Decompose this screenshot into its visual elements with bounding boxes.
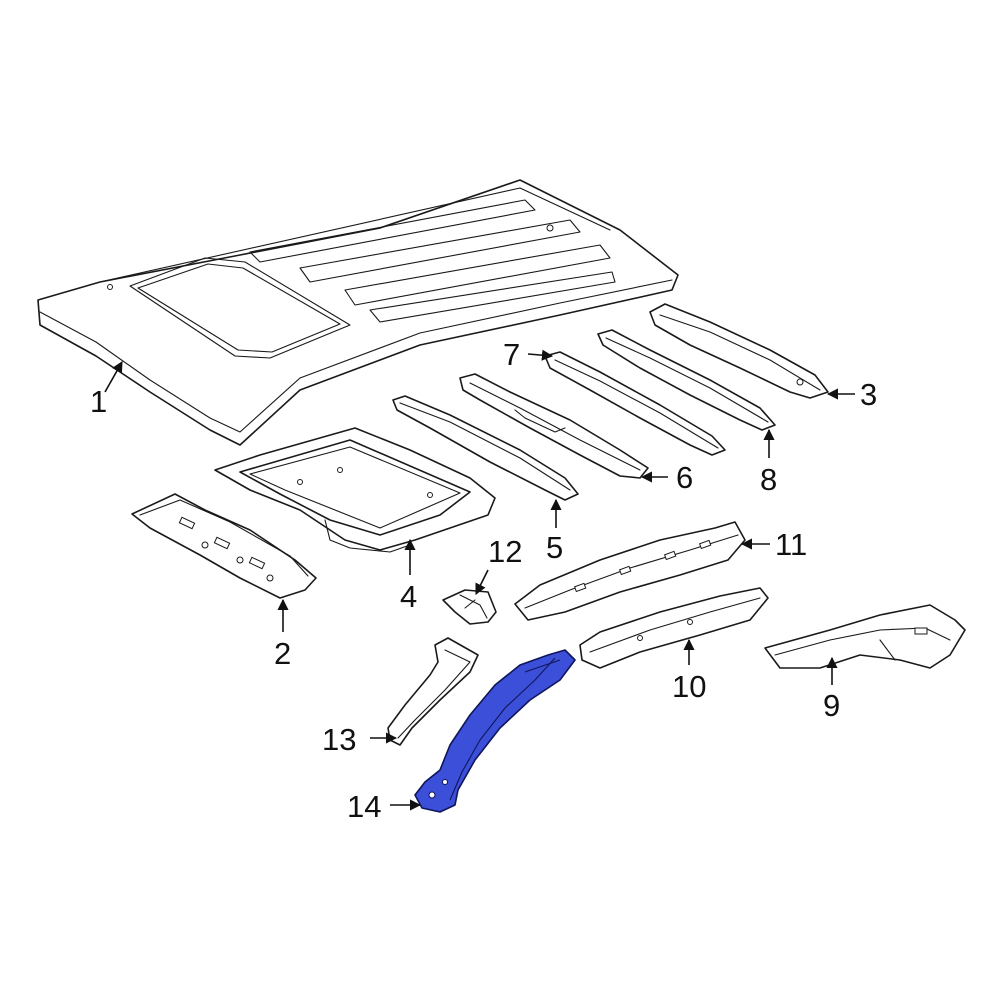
callout-3: 3	[860, 377, 877, 412]
callout-2: 2	[274, 636, 291, 671]
part-pillar-inner-highlighted[interactable]	[414, 649, 576, 813]
callout-4: 4	[400, 579, 417, 614]
part-pillar-reinforcement-13[interactable]	[387, 637, 479, 746]
part-sunroof-reinforcement-frame[interactable]	[214, 427, 496, 553]
callout-9: 9	[823, 688, 840, 723]
part-roof-bow-8[interactable]	[597, 329, 776, 431]
part-roof-bow-5[interactable]	[392, 395, 579, 501]
part-quarter-inner-panel[interactable]	[764, 604, 966, 669]
part-front-roof-header[interactable]	[131, 493, 317, 599]
part-roof-side-rail-lower[interactable]	[579, 587, 769, 669]
part-roof-bow-7[interactable]	[544, 351, 726, 456]
part-rear-roof-header[interactable]	[649, 303, 829, 399]
callout-12: 12	[488, 534, 522, 569]
callout-14: 14	[347, 789, 381, 824]
callout-13: 13	[322, 722, 356, 757]
part-bracket-12[interactable]	[442, 589, 497, 625]
callout-8: 8	[760, 462, 777, 497]
leader-1	[104, 361, 123, 393]
callout-7: 7	[503, 337, 520, 372]
leader-12	[475, 569, 489, 596]
part-roof-bow-6[interactable]	[459, 373, 649, 479]
callout-10: 10	[672, 669, 706, 704]
leader-lines	[104, 349, 855, 811]
callout-6: 6	[676, 460, 693, 495]
callout-1: 1	[90, 384, 107, 419]
callout-11: 11	[775, 527, 807, 562]
callout-labels: 1 2 3 4 5 6 7 8 9 10 11 12 13 14	[90, 337, 877, 824]
callout-5: 5	[546, 530, 563, 565]
part-roof-panel[interactable]	[37, 179, 679, 446]
leader-7	[527, 349, 554, 361]
